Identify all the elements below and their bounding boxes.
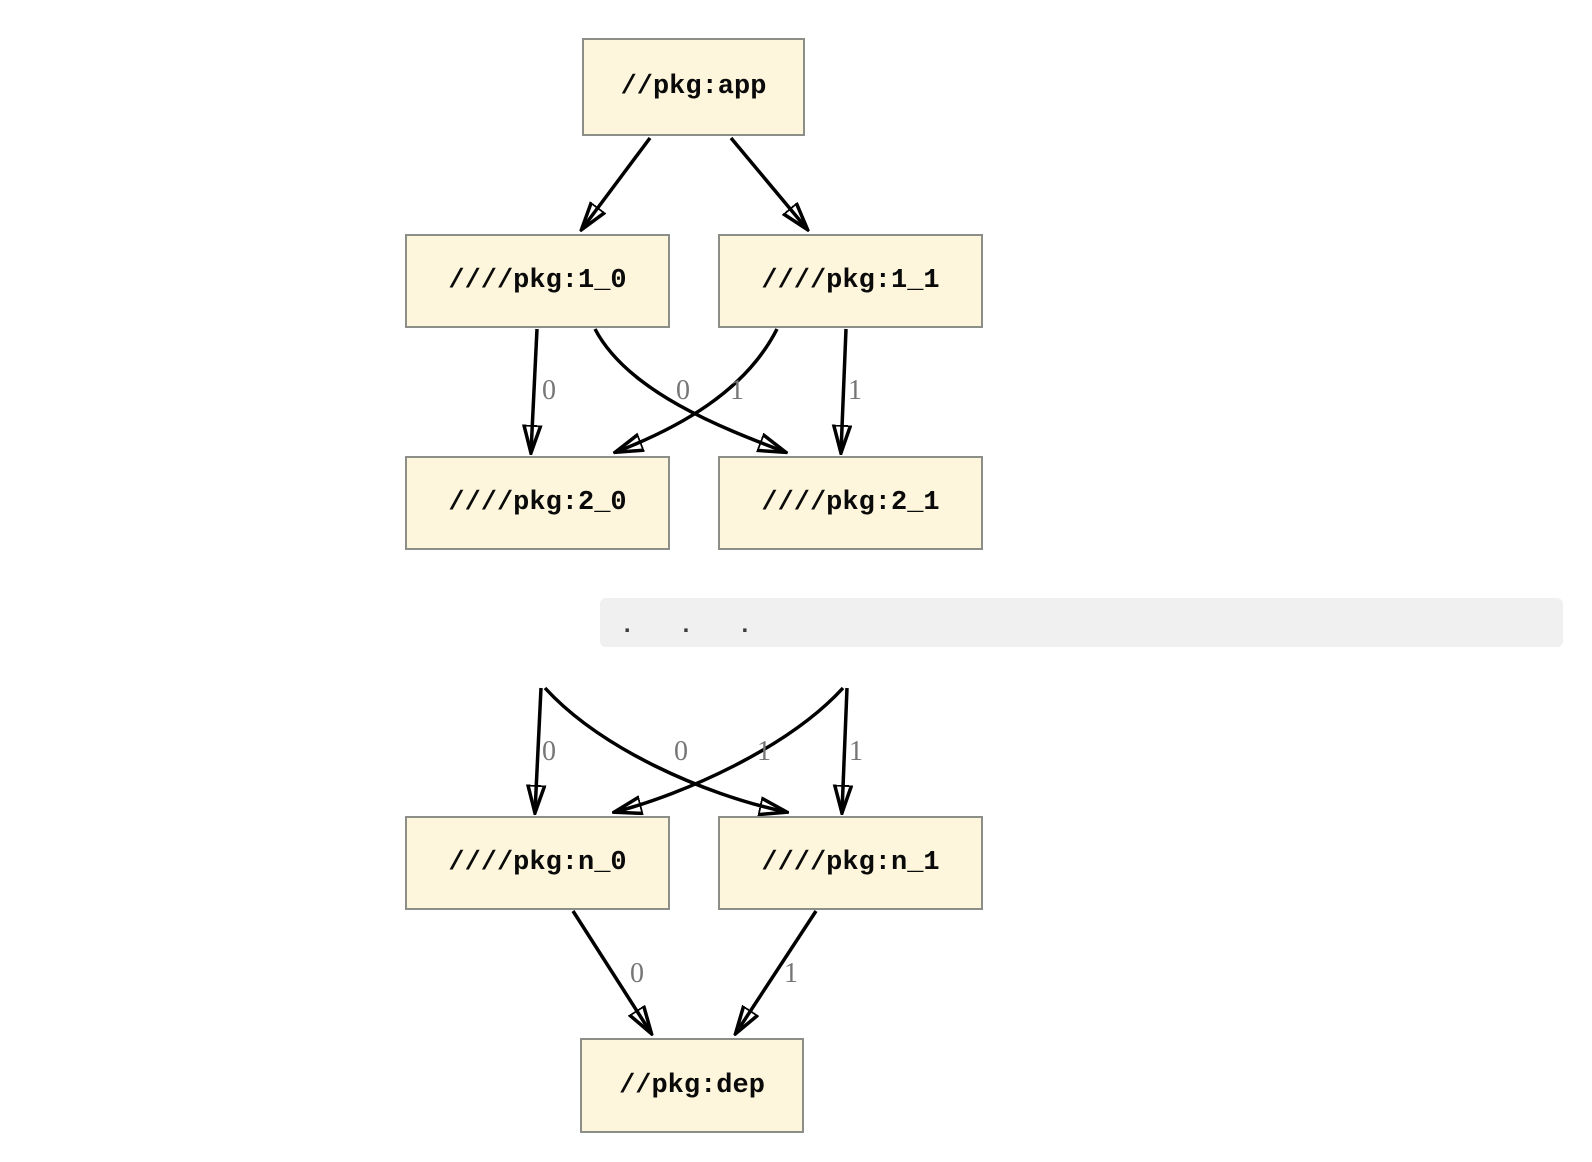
node-pkg-1_0-label: ////pkg:1_0 — [448, 266, 627, 296]
node-pkg-1_1-label: ////pkg:1_1 — [761, 266, 940, 296]
node-pkg-n_0-label: ////pkg:n_0 — [448, 848, 627, 878]
edge-1_0-to-2_1 — [593, 328, 785, 452]
edge-1_0-to-2_0 — [531, 328, 537, 452]
edge-label-n_0-dep: 0 — [630, 958, 644, 989]
edge-1_1-to-2_1 — [841, 328, 846, 452]
node-pkg-app-label: //pkg:app — [620, 72, 767, 102]
node-pkg-app: //pkg:app — [582, 38, 805, 136]
edge-label-elided0-n_0: 0 — [542, 736, 556, 767]
node-pkg-dep-label: //pkg:dep — [619, 1070, 765, 1101]
edge-1_1-to-2_0 — [616, 328, 779, 452]
node-pkg-n_0: ////pkg:n_0 — [405, 816, 670, 910]
node-pkg-2_0-label: ////pkg:2_0 — [448, 488, 627, 518]
edge-label-n_1-dep: 1 — [784, 958, 798, 989]
edge-elided0-to-n_0 — [535, 687, 541, 812]
edge-label-elided1-n_0: 0 — [674, 736, 688, 767]
edge-label-1_1-2_0: 0 — [676, 375, 690, 406]
edge-label-elided0-n_1: 1 — [757, 736, 771, 767]
ellipsis-dots: . . . — [620, 612, 768, 640]
node-pkg-n_1-label: ////pkg:n_1 — [761, 848, 940, 878]
node-pkg-2_1: ////pkg:2_1 — [718, 456, 983, 550]
node-pkg-2_1-label: ////pkg:2_1 — [761, 488, 940, 518]
edge-app-to-1_1 — [729, 136, 807, 229]
edge-elided1-to-n_0 — [615, 686, 845, 812]
edge-app-to-1_0 — [582, 136, 652, 229]
edge-label-1_0-2_0: 0 — [542, 375, 556, 406]
edge-label-elided1-n_1: 1 — [849, 736, 863, 767]
edge-n_1-to-dep — [736, 910, 818, 1033]
node-pkg-2_0: ////pkg:2_0 — [405, 456, 670, 550]
edge-n_0-to-dep — [571, 910, 651, 1033]
edge-label-1_1-2_1: 1 — [848, 375, 862, 406]
edge-label-1_0-2_1: 1 — [730, 375, 744, 406]
node-pkg-dep: //pkg:dep — [580, 1038, 804, 1133]
node-pkg-1_0: ////pkg:1_0 — [405, 234, 670, 328]
ellipsis-separator: . . . — [600, 598, 1563, 647]
edge-elided0-to-n_1 — [543, 686, 786, 812]
node-pkg-1_1: ////pkg:1_1 — [718, 234, 983, 328]
edge-elided1-to-n_1 — [842, 687, 847, 812]
node-pkg-n_1: ////pkg:n_1 — [718, 816, 983, 910]
